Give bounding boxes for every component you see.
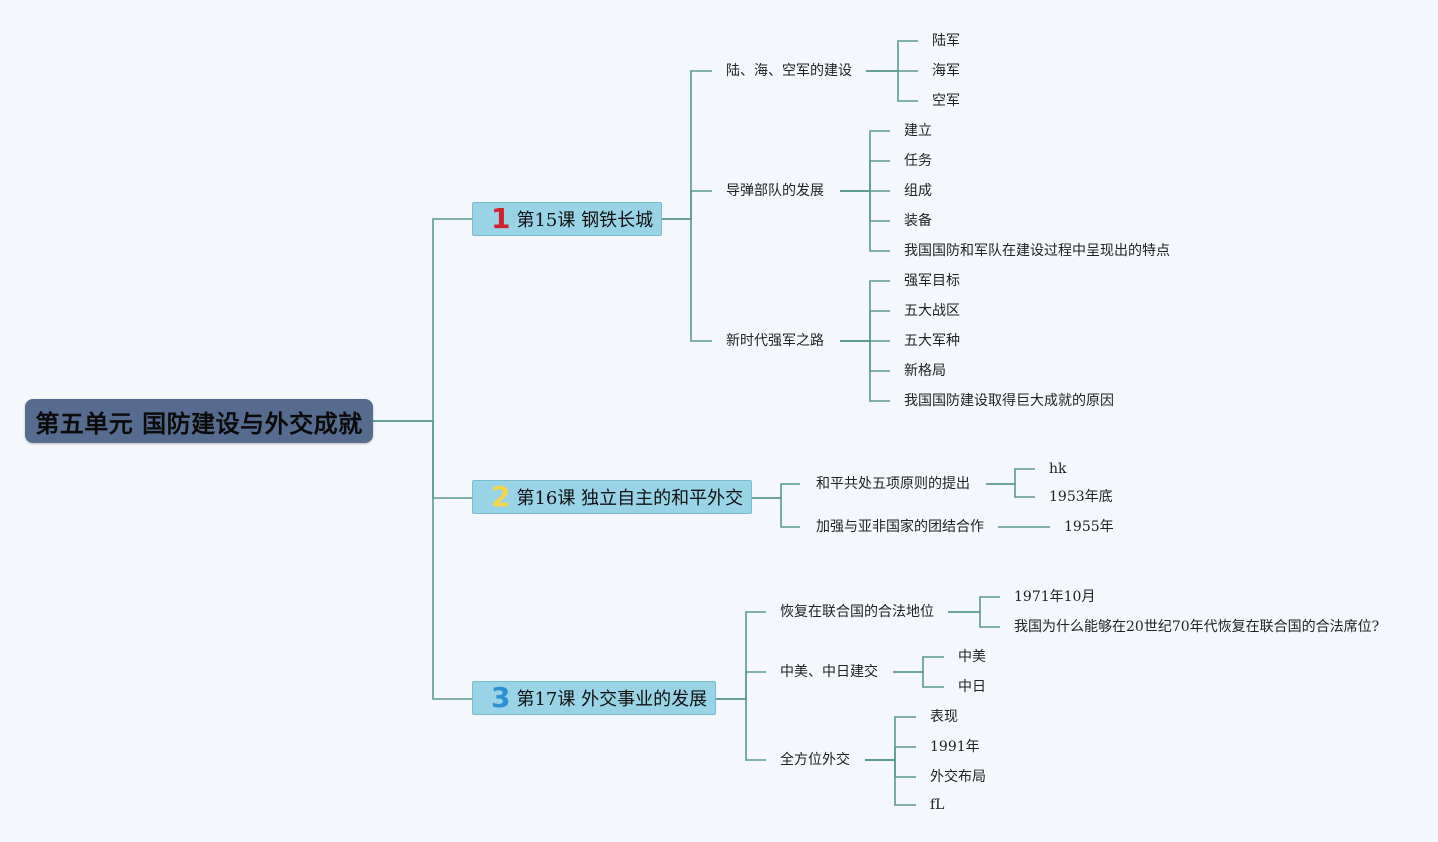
leaf-node[interactable]: 我国国防建设取得巨大成就的原因 (904, 393, 1114, 409)
lesson-title: 第16课 独立自主的和平外交 (516, 488, 744, 509)
leaf-node[interactable]: 装备 (904, 213, 932, 229)
lesson-node-17[interactable]: 3 第17课 外交事业的发展 (472, 681, 716, 715)
leaf-node[interactable]: 1991年 (930, 739, 980, 755)
leaf-node[interactable]: 建立 (904, 123, 932, 139)
connector-line (716, 671, 766, 700)
leaf-node[interactable]: 海军 (932, 63, 960, 79)
connector-line (373, 420, 472, 499)
leaf-node[interactable]: 陆军 (932, 33, 960, 49)
connector-line (866, 40, 918, 72)
topic-node[interactable]: 陆、海、空军的建设 (726, 63, 852, 79)
connector-line (840, 310, 890, 342)
leaf-node[interactable]: 强军目标 (904, 273, 960, 289)
lesson-number-badge: 1 (491, 202, 511, 235)
topic-node[interactable]: 中美、中日建交 (780, 664, 878, 680)
connector-line (752, 497, 800, 528)
connector-line (893, 656, 944, 673)
leaf-node[interactable]: 中美 (958, 649, 986, 665)
leaf-node[interactable]: 外交布局 (930, 769, 986, 785)
topic-node[interactable]: 加强与亚非国家的团结合作 (816, 519, 984, 535)
connector-line (948, 611, 1000, 628)
lesson-number-badge: 2 (491, 480, 511, 513)
topic-node[interactable]: 导弹部队的发展 (726, 183, 824, 199)
leaf-node[interactable]: 1955年 (1064, 519, 1114, 535)
connector-line (893, 671, 944, 688)
topic-node[interactable]: 和平共处五项原则的提出 (816, 476, 970, 492)
leaf-node[interactable]: 我国国防和军队在建设过程中呈现出的特点 (904, 243, 1170, 259)
leaf-node[interactable]: 我国为什么能够在20世纪70年代恢复在联合国的合法席位? (1014, 619, 1380, 635)
root-node[interactable]: 第五单元 国防建设与外交成就 (25, 399, 373, 443)
connector-line (373, 420, 472, 700)
leaf-node[interactable]: 新格局 (904, 363, 946, 379)
connector-line (716, 698, 766, 761)
leaf-node[interactable]: 空军 (932, 93, 960, 109)
leaf-node[interactable]: 1953年底 (1049, 489, 1113, 505)
leaf-node[interactable]: 组成 (904, 183, 932, 199)
lesson-title: 第15课 钢铁长城 (516, 210, 654, 231)
leaf-node[interactable]: 表现 (930, 709, 958, 725)
connector-line (840, 190, 890, 222)
leaf-node[interactable]: 中日 (958, 679, 986, 695)
connector-line (986, 483, 1035, 498)
leaf-node[interactable]: 任务 (904, 153, 932, 169)
connector-line (840, 160, 890, 192)
lesson-title: 第17课 外交事业的发展 (516, 689, 708, 710)
connector-line (865, 759, 916, 806)
connector-line (840, 190, 890, 252)
connector-line (866, 70, 918, 102)
leaf-node[interactable]: hk (1049, 461, 1067, 477)
connector-line (840, 340, 890, 402)
connector-line (716, 611, 766, 700)
root-title: 第五单元 国防建设与外交成就 (35, 409, 363, 438)
leaf-node[interactable]: 五大战区 (904, 303, 960, 319)
connector-line (986, 468, 1035, 485)
connector-line (865, 759, 916, 778)
topic-node[interactable]: 新时代强军之路 (726, 333, 824, 349)
connector-line (840, 340, 890, 372)
connector-line (373, 218, 472, 422)
lesson-number-badge: 3 (491, 681, 511, 714)
connector-line (752, 483, 800, 499)
connector-line (662, 190, 712, 220)
topic-node[interactable]: 恢复在联合国的合法地位 (780, 604, 934, 620)
connector-line (948, 596, 1000, 613)
connector-line (662, 218, 712, 342)
connector-line (865, 716, 916, 761)
leaf-node[interactable]: fL (930, 797, 945, 813)
lesson-node-15[interactable]: 1 第15课 钢铁长城 (472, 202, 662, 236)
connector-line (662, 70, 712, 220)
leaf-node[interactable]: 1971年10月 (1014, 589, 1096, 605)
topic-node[interactable]: 全方位外交 (780, 752, 850, 768)
leaf-node[interactable]: 五大军种 (904, 333, 960, 349)
connector-line (865, 746, 916, 761)
lesson-node-16[interactable]: 2 第16课 独立自主的和平外交 (472, 480, 752, 514)
